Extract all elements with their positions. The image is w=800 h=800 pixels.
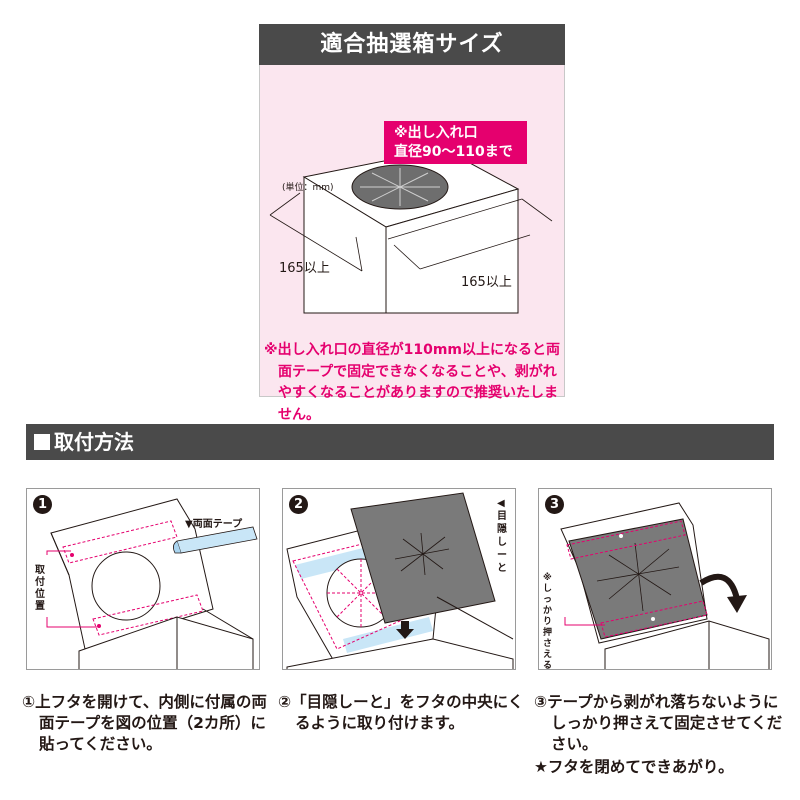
opening-slits	[360, 168, 440, 206]
box-right-face	[385, 188, 519, 314]
callout-line1: ※出し入れ口	[394, 125, 478, 141]
press-firmly-label: ※しっかり押さえる	[543, 573, 553, 670]
dimension-lines	[269, 192, 553, 272]
step-3-caption-extra: ★フタを閉めてできあがり。	[534, 758, 734, 776]
dimension-left: 165以上	[279, 261, 330, 276]
tape-bottom	[343, 617, 433, 653]
step-1-caption: ①上フタを開けて、内側に付属の両面テープを図の位置（2カ所）に貼ってください。	[22, 693, 267, 753]
box-body	[604, 620, 770, 669]
step-1-panel: 1 ▼両面テープ 取付位置	[26, 488, 260, 670]
dimension-right: 165以上	[461, 275, 512, 290]
step-3-illustration	[560, 502, 770, 669]
step-2-panel: 2 ◀目隠しーと	[282, 488, 516, 670]
blind-sheet-label: ◀目隠しーと	[497, 498, 507, 574]
tape-label: ▼両面テープ	[185, 519, 243, 530]
position-label: 取付位置	[35, 565, 45, 612]
box-size-card: 適合抽選箱サイズ	[259, 24, 565, 423]
step-3-caption: ③テープから剥がれ落ちないようにしっかり押さえて固定させてください。	[534, 693, 783, 753]
box-size-title: 適合抽選箱サイズ	[259, 24, 565, 65]
opening-callout: ※出し入れ口 直径90〜110まで	[384, 121, 527, 164]
box-size-diagram	[269, 123, 553, 314]
callout-line2: 直径90〜110まで	[394, 144, 513, 160]
tape-position-bottom	[92, 594, 204, 636]
double-sided-tape	[176, 526, 258, 554]
box-body	[78, 616, 254, 669]
box-size-body: ※出し入れ口 直径90〜110まで (単位：mm) 165以上 165以上 ※出…	[259, 65, 565, 423]
rotate-arrow-icon	[699, 573, 740, 600]
unit-label: (単位：mm)	[282, 183, 334, 193]
lid-hole	[91, 551, 161, 621]
step-2-caption: ②「目隠しーと」をフタの中央にくるように取り付けます。	[278, 693, 524, 732]
step-1-number: 1	[33, 495, 52, 514]
install-method-title: 取付方法	[54, 430, 134, 454]
down-arrow-icon	[396, 621, 414, 639]
tape-outline-top	[566, 520, 686, 560]
box-body	[286, 638, 514, 669]
step-3-number: 3	[545, 495, 564, 514]
step-2-illustration	[286, 492, 514, 669]
square-bullet-icon	[34, 434, 50, 450]
step-1-illustration	[46, 498, 258, 669]
step-2-number: 2	[289, 495, 308, 514]
blind-sheet	[568, 518, 708, 640]
step-3-panel: 3 ※しっかり押さえる	[538, 488, 772, 670]
size-warning-note: ※出し入れ口の直径が110mm以上になると両面テープで固定できなくなることや、剥…	[264, 342, 561, 423]
install-method-header: 取付方法	[26, 424, 774, 460]
